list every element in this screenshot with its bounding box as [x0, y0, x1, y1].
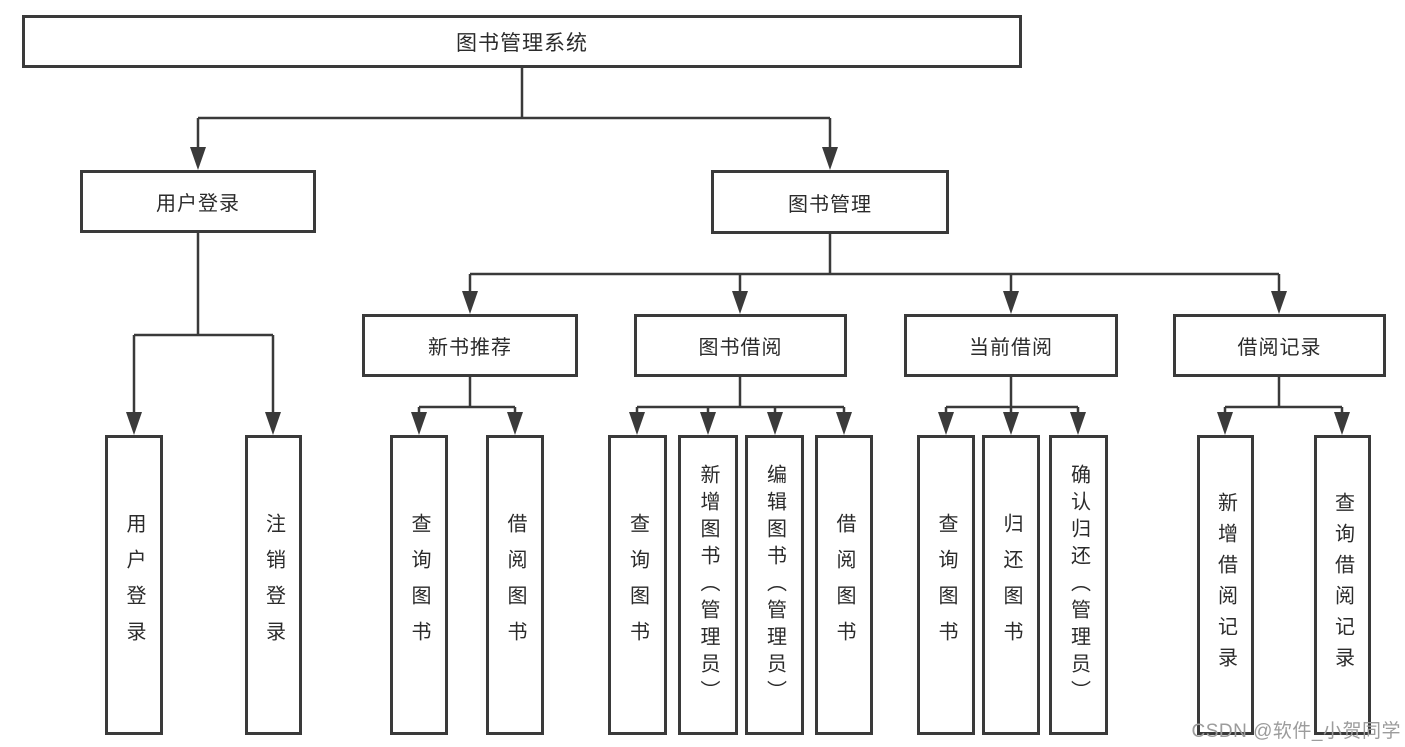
- node-query-books-borrowing: 查询图书: [608, 435, 667, 735]
- node-add-books-admin: 新增图书（管理员）: [678, 435, 738, 735]
- node-add-borrowing-record: 新增借阅记录: [1197, 435, 1254, 735]
- node-borrow-books: 借阅图书: [815, 435, 873, 735]
- node-query-books-current: 查询图书: [917, 435, 975, 735]
- node-current-borrowing: 当前借阅: [904, 314, 1118, 377]
- node-borrow-books-recommendation: 借阅图书: [486, 435, 544, 735]
- node-confirm-return-admin: 确认归还（管理员）: [1049, 435, 1108, 735]
- watermark-text: CSDN @软件_小贺同学: [1191, 721, 1401, 742]
- node-library-management-system: 图书管理系统: [22, 15, 1022, 68]
- node-new-book-recommendation: 新书推荐: [362, 314, 578, 377]
- arrowheads: [126, 147, 1350, 435]
- node-edit-books-admin: 编辑图书（管理员）: [745, 435, 804, 735]
- node-return-books: 归还图书: [982, 435, 1040, 735]
- node-borrowing-records: 借阅记录: [1173, 314, 1386, 377]
- node-user-login-branch: 用户登录: [80, 170, 316, 233]
- node-book-borrowing: 图书借阅: [634, 314, 847, 377]
- node-logout: 注销登录: [245, 435, 302, 735]
- node-query-books-recommendation: 查询图书: [390, 435, 448, 735]
- node-book-management: 图书管理: [711, 170, 949, 234]
- node-query-borrowing-record: 查询借阅记录: [1314, 435, 1371, 735]
- node-user-login: 用户登录: [105, 435, 163, 735]
